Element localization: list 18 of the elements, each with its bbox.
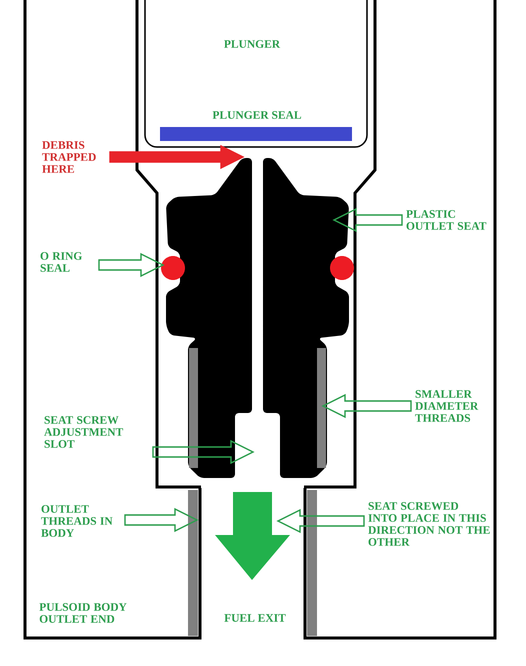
callout-text: PLASTIC OUTLET SEAT (406, 210, 486, 230)
block-arrow (98, 252, 165, 278)
block-arrow (124, 508, 199, 532)
block-arrow (332, 208, 403, 232)
callout-text: O RING SEAL (40, 252, 82, 272)
part-label: FUEL EXIT (224, 614, 286, 622)
callout-text: SMALLER DIAMETER THREADS (415, 390, 478, 422)
callout-text: SEAT SCREWED INTO PLACE IN THIS DIRECTION NOT THE OTHER (368, 502, 490, 546)
part-label: PLUNGER (224, 40, 280, 48)
part-label: PULSOID BODY OUTLET END (39, 603, 127, 623)
block-arrow (276, 508, 365, 534)
callout-text: DEBRIS TRAPPED HERE (42, 141, 96, 173)
part-label: PLUNGER SEAL (212, 111, 302, 119)
callout-text: SEAT SCREW ADJUSTMENT SLOT (44, 416, 124, 448)
block-arrow (321, 394, 412, 418)
block-arrow (109, 144, 245, 170)
callout-text: OUTLET THREADS IN BODY (41, 505, 113, 537)
block-arrow (152, 440, 255, 464)
